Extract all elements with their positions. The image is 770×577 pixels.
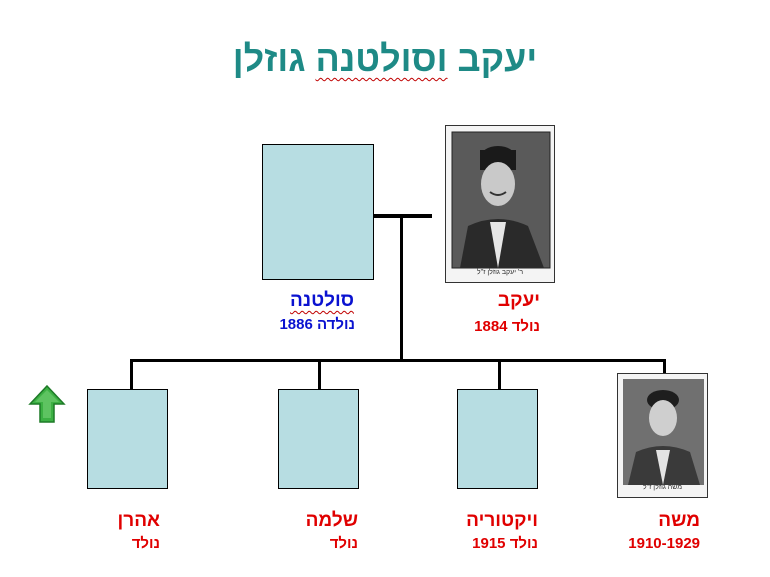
child-drop-line-moshe [663,359,666,375]
portrait-photo-icon [451,131,551,269]
child-name-aharon: אהרן [117,510,160,531]
title-part-1: יעקב [457,38,538,79]
portrait-photo-icon [623,379,704,485]
page-title: יעקב וסולטנה גוזלן [0,38,770,80]
child-drop-line-victoria [498,359,501,390]
father-born: נולד 1884 [474,318,540,335]
child-photo-placeholder-victoria [457,389,538,489]
child-dates-moshe: 1910-1929 [628,535,700,552]
father-name: יעקב [497,290,540,311]
title-part-3: גוזלן [232,38,306,79]
sibling-line [131,359,666,362]
mother-name: סולטנה [270,290,354,312]
child-dates-victoria: נולד 1915 [472,535,538,552]
child-name-shlomo: שלמה [305,510,358,531]
child-photo-moshe: משה גוזלן ז"ל [617,373,708,498]
descent-line [400,218,403,360]
child-photo-placeholder-aharon [87,389,168,489]
mother-photo-placeholder [262,144,374,280]
title-part-2: וסולטנה [315,38,448,79]
mother-name-text: סולטנה [290,290,354,311]
child-name-victoria: ויקטוריה [466,510,538,531]
mother-born: נולדה 1886 [279,316,355,333]
child-dates-shlomo: נולד [329,535,358,552]
father-photo-caption: ר' יעקב גוזלן ז"ל [476,269,524,276]
child-drop-line-shlomo [318,359,321,390]
father-photo: ר' יעקב גוזלן ז"ל [445,125,555,283]
child-name-moshe: משה [658,510,700,531]
marriage-line [373,214,432,218]
child-photo-placeholder-shlomo [278,389,359,489]
up-arrow-icon[interactable] [28,384,66,429]
child-dates-aharon: נולד [131,535,160,552]
child-drop-line-aharon [130,359,133,390]
moshe-photo-caption: משה גוזלן ז"ל [642,484,683,491]
